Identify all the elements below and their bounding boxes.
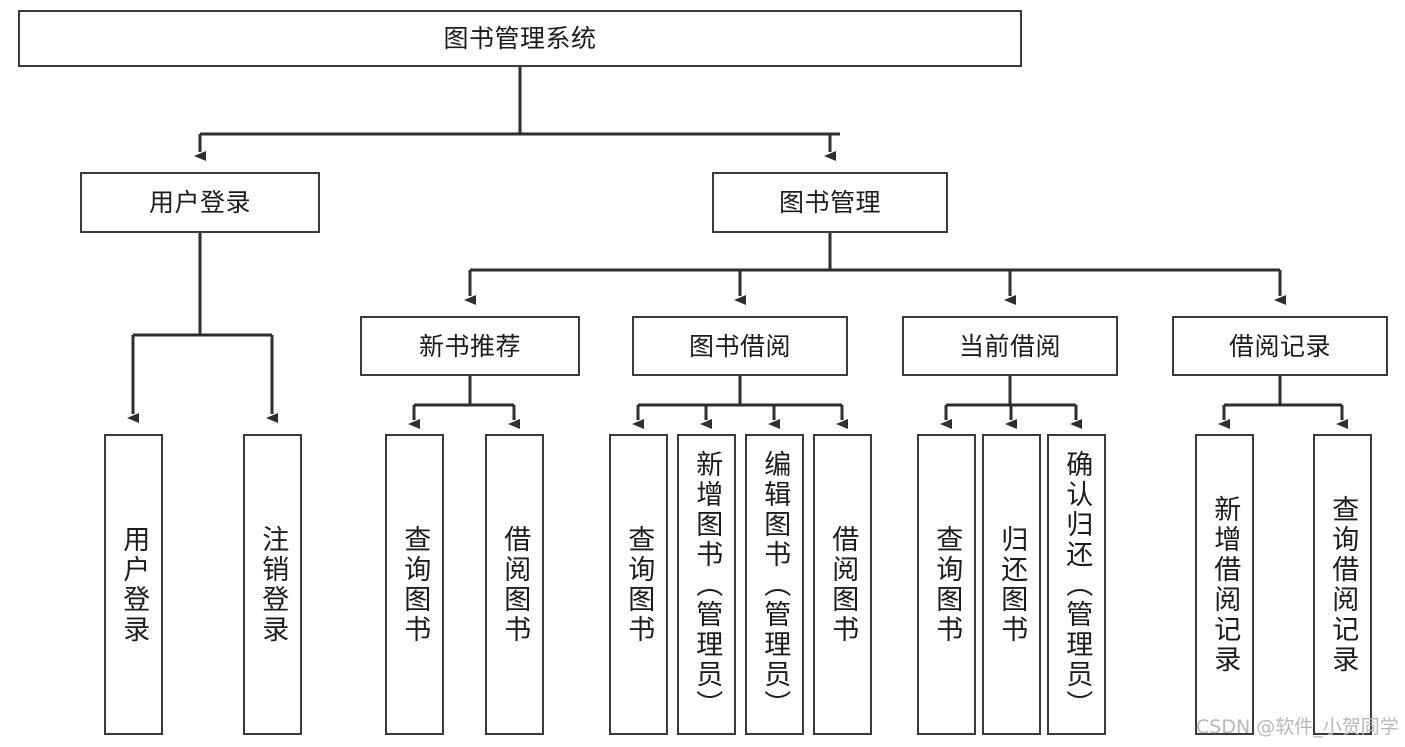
leaf-record-query-record[interactable]: 查询借阅记录 <box>1313 434 1372 735</box>
node-book-borrow[interactable]: 图书借阅 <box>632 316 848 376</box>
node-label: 确认归还（管理员） <box>1061 449 1093 720</box>
node-label: 编辑图书（管理员） <box>759 449 791 720</box>
node-current-borrow[interactable]: 当前借阅 <box>902 316 1118 376</box>
node-label: 新增图书（管理员） <box>691 449 723 720</box>
leaf-record-add-record[interactable]: 新增借阅记录 <box>1195 434 1254 735</box>
node-label: 用户登录 <box>118 524 150 645</box>
node-label: 图书管理系统 <box>443 24 597 53</box>
node-user-login[interactable]: 用户登录 <box>80 172 320 233</box>
node-label: 借阅图书 <box>499 524 531 645</box>
csdn-watermark: CSDN @软件_小贺同学 <box>1196 716 1399 738</box>
leaf-new-book-query[interactable]: 查询图书 <box>385 434 444 735</box>
leaf-new-book-borrow[interactable]: 借阅图书 <box>485 434 544 735</box>
node-label: 用户登录 <box>148 188 251 217</box>
node-label: 查询借阅记录 <box>1327 494 1359 675</box>
leaf-user-login-login[interactable]: 用户登录 <box>104 434 163 735</box>
node-root-system[interactable]: 图书管理系统 <box>18 10 1022 67</box>
leaf-current-confirm-return-admin[interactable]: 确认归还（管理员） <box>1047 434 1106 735</box>
node-label: 查询图书 <box>623 524 655 645</box>
node-label: 新书推荐 <box>418 331 521 361</box>
leaf-borrow-borrow-book[interactable]: 借阅图书 <box>813 434 872 735</box>
leaf-borrow-add-book-admin[interactable]: 新增图书（管理员） <box>677 434 736 735</box>
node-label: 归还图书 <box>996 524 1028 645</box>
leaf-user-login-logout[interactable]: 注销登录 <box>243 434 302 735</box>
leaf-current-return-book[interactable]: 归还图书 <box>982 434 1041 735</box>
node-label: 当前借阅 <box>958 331 1061 361</box>
node-label: 图书管理 <box>778 188 881 217</box>
node-label: 查询图书 <box>931 524 963 645</box>
node-label: 图书借阅 <box>688 331 791 361</box>
node-label: 借阅图书 <box>827 524 859 645</box>
node-book-management[interactable]: 图书管理 <box>712 172 948 233</box>
node-borrow-record[interactable]: 借阅记录 <box>1172 316 1388 376</box>
node-label: 借阅记录 <box>1228 331 1331 361</box>
leaf-borrow-edit-book-admin[interactable]: 编辑图书（管理员） <box>745 434 804 735</box>
node-new-book-recommend[interactable]: 新书推荐 <box>360 316 580 376</box>
node-label: 注销登录 <box>257 524 289 645</box>
node-label: 新增借阅记录 <box>1209 494 1241 675</box>
leaf-borrow-query-book[interactable]: 查询图书 <box>609 434 668 735</box>
leaf-current-query-book[interactable]: 查询图书 <box>917 434 976 735</box>
node-label: 查询图书 <box>399 524 431 645</box>
